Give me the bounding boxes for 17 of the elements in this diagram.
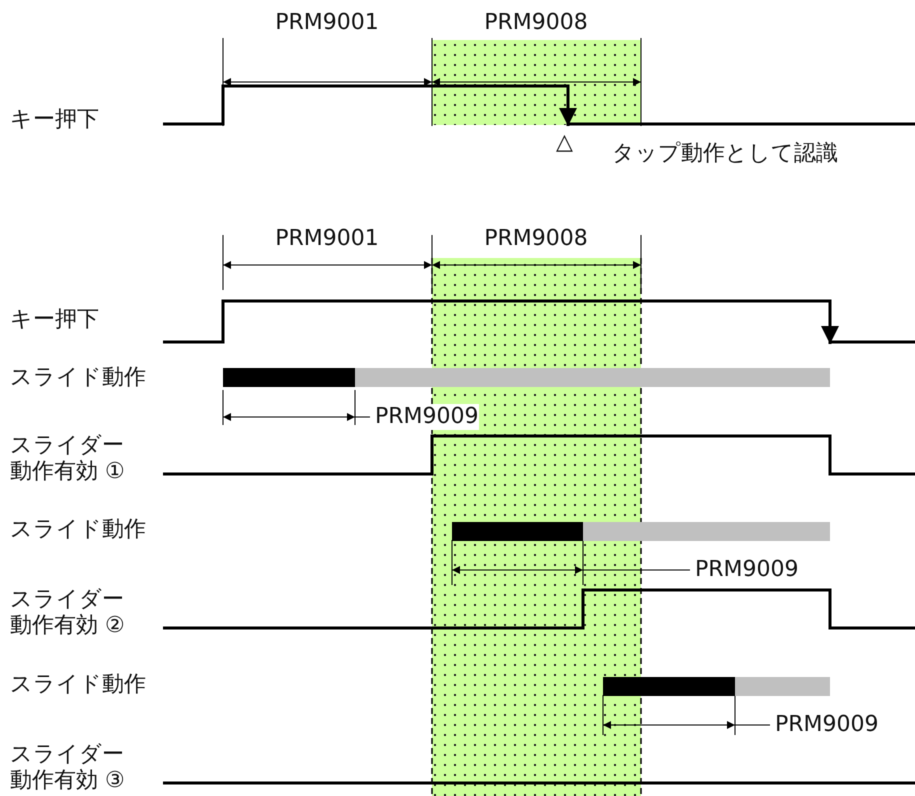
marker-symbol: △ — [556, 130, 573, 156]
parameter-label: PRM9008 — [484, 10, 588, 36]
parameter-label: PRM9001 — [275, 226, 379, 252]
note-text: タップ動作として認識 — [612, 141, 838, 167]
signal-label: キー押下 — [10, 107, 99, 133]
parameter-label: PRM9008 — [484, 226, 588, 252]
parameter-label: PRM9001 — [275, 10, 379, 36]
parameter-label: PRM9009 — [775, 712, 879, 738]
parameter-label: PRM9009 — [375, 404, 479, 430]
signal-label: スライダー動作有効 ③ — [10, 742, 126, 794]
parameter-label: PRM9009 — [695, 557, 799, 583]
signal-label: スライダー動作有効 ① — [10, 433, 126, 485]
signal-label: スライド動作 — [10, 517, 146, 543]
signal-label: スライダー動作有効 ② — [10, 587, 126, 639]
signal-label: スライド動作 — [10, 672, 146, 698]
signal-label: スライド動作 — [10, 365, 146, 391]
signal-label: キー押下 — [10, 307, 99, 333]
